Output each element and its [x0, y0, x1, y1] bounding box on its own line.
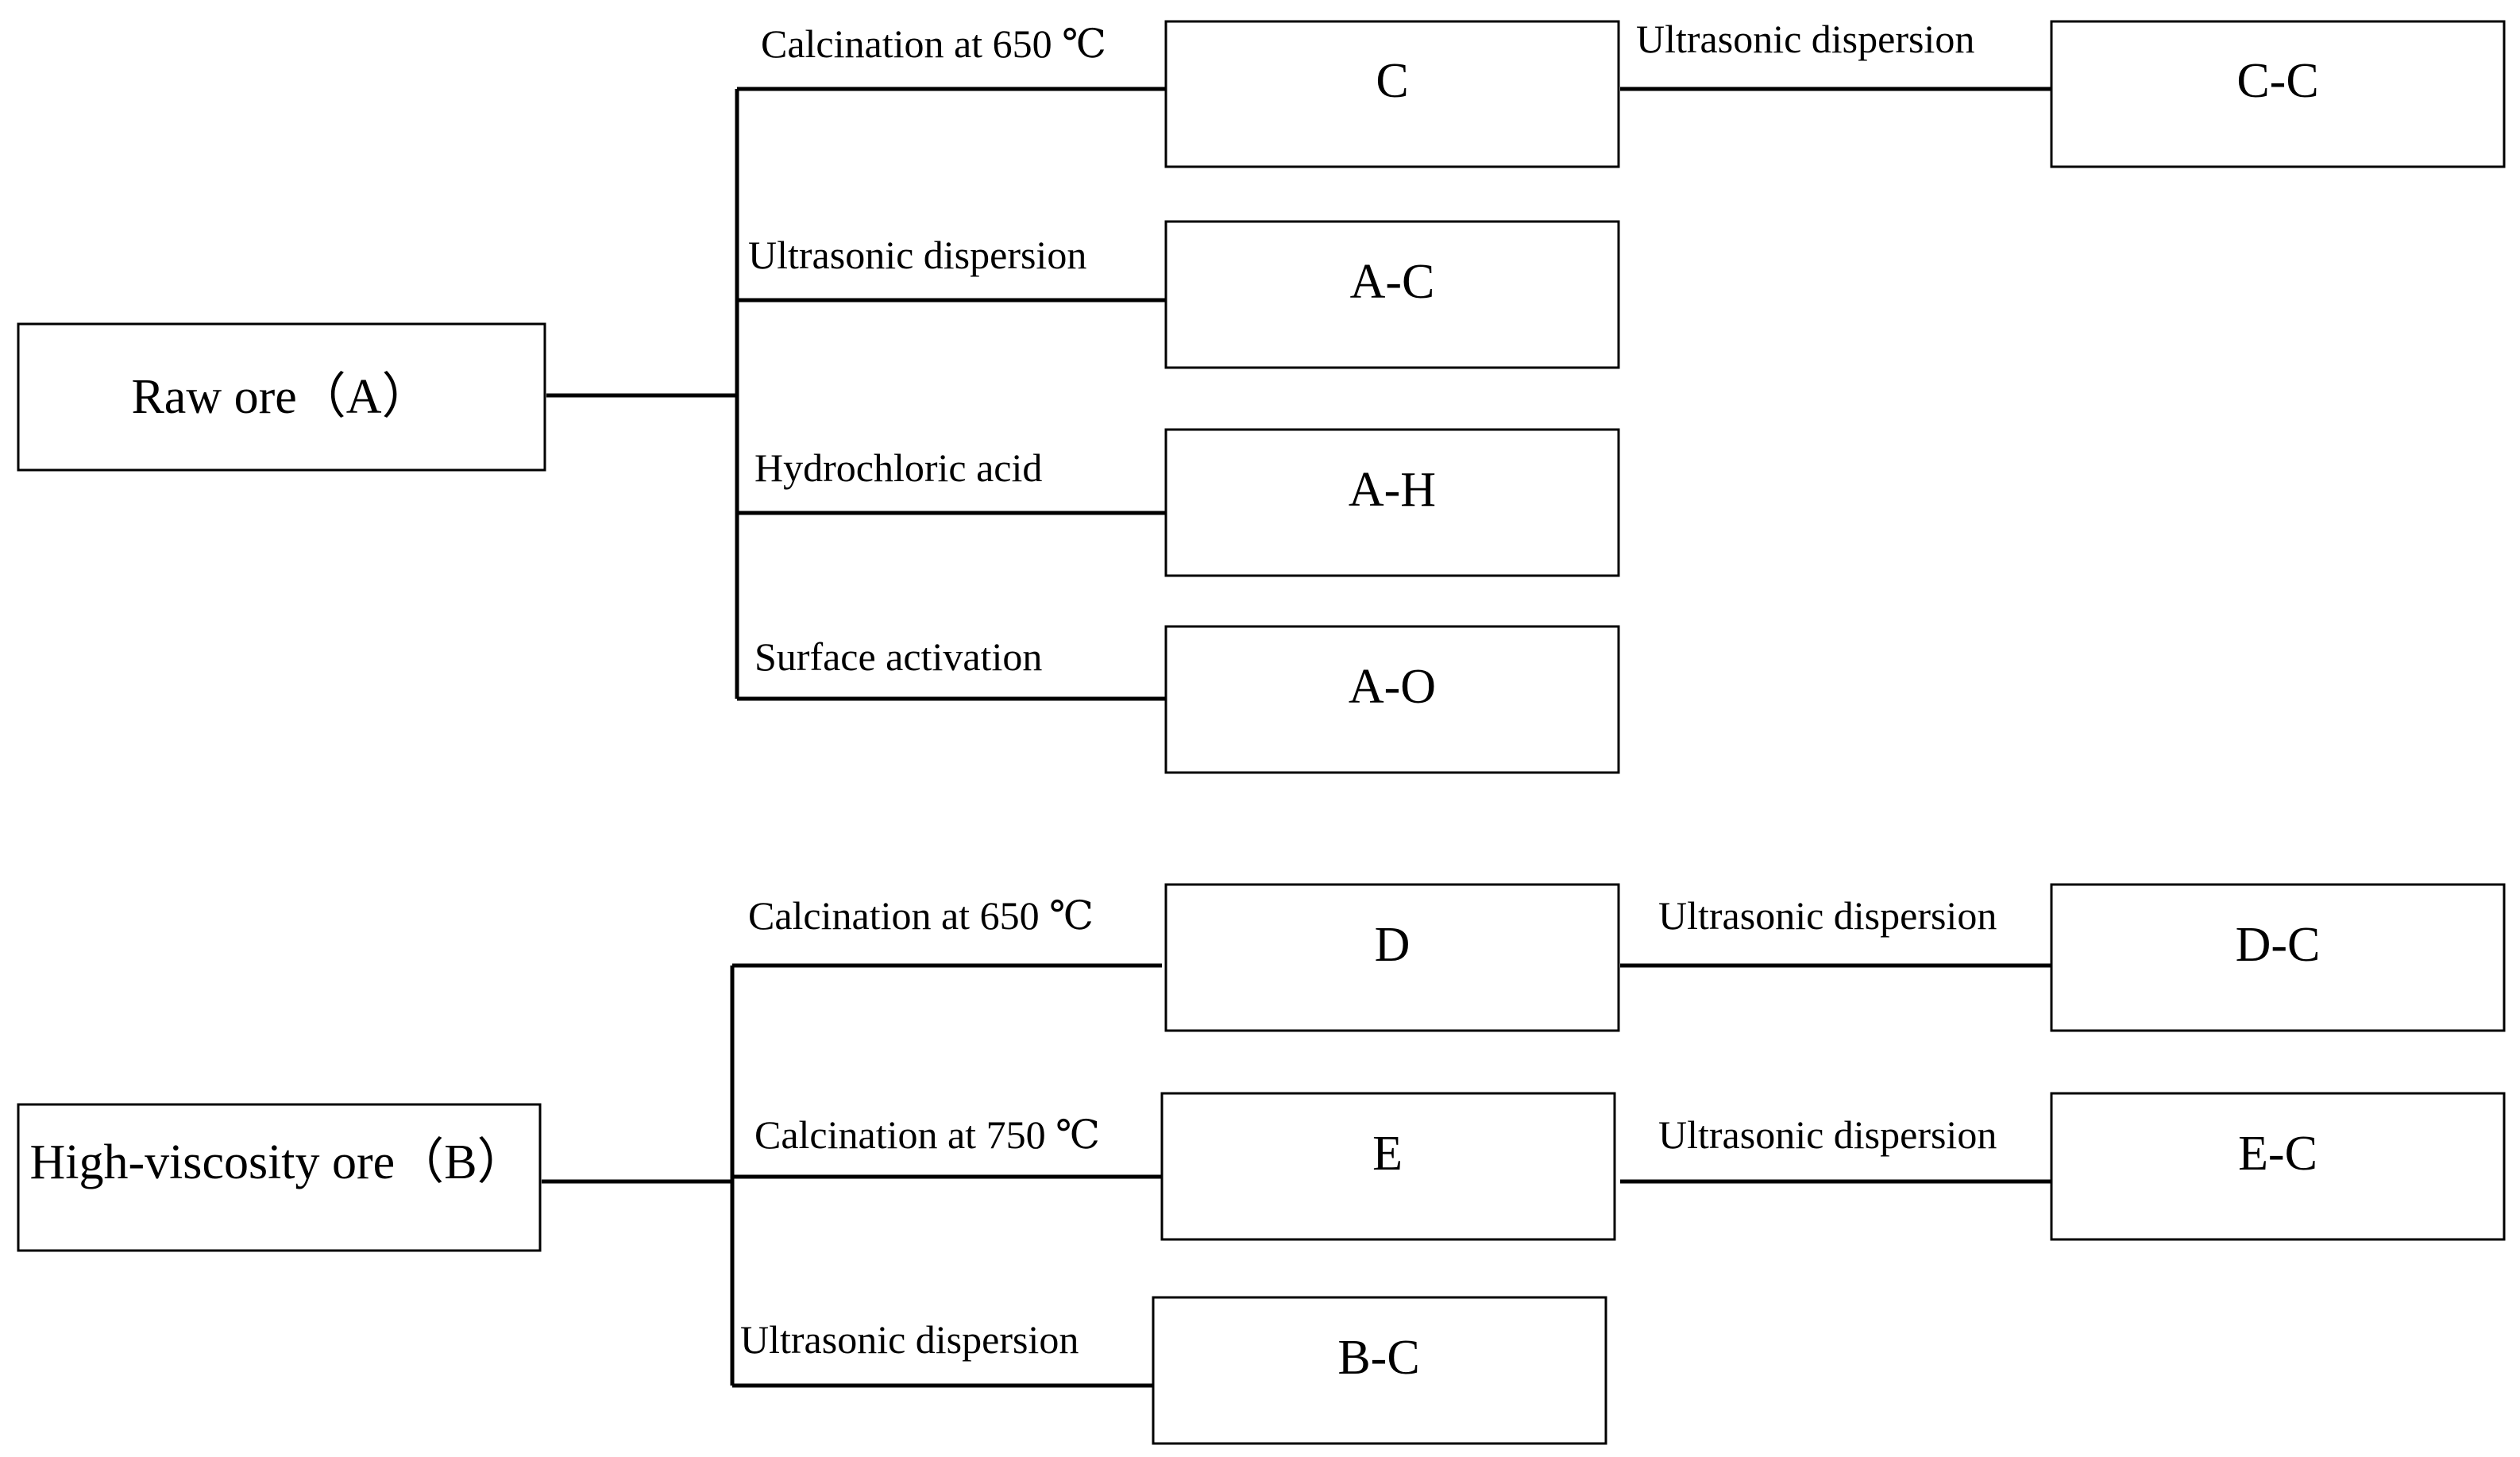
node-label: A-H	[1349, 463, 1436, 517]
node-c-c: C-C	[2050, 20, 2506, 168]
node-label: B-C	[1337, 1331, 1419, 1385]
node-e-c: E-C	[2050, 1092, 2506, 1241]
edge-label-d-dc: Ultrasonic dispersion	[1658, 893, 1997, 938]
edge-label-b-d: Calcination at 650 ℃	[748, 893, 1094, 938]
node-high-viscosity-ore: High-viscosity ore（B）	[17, 1103, 542, 1252]
node-label: A-C	[1350, 255, 1435, 309]
node-a-o: A-O	[1164, 625, 1620, 774]
node-label: High-viscosity ore（B）	[29, 1135, 526, 1189]
node-a-h: A-H	[1164, 428, 1620, 577]
node-label: Raw ore（A）	[131, 370, 430, 424]
node-label: C-C	[2236, 54, 2318, 108]
edge-label-a-ah: Hydrochloric acid	[754, 445, 1042, 490]
edge-label-b-bc: Ultrasonic dispersion	[740, 1317, 1079, 1362]
node-label: D-C	[2236, 918, 2321, 972]
node-label: C	[1376, 54, 1408, 108]
node-d: D	[1164, 883, 1620, 1032]
edge-label-c-cc: Ultrasonic dispersion	[1636, 17, 1974, 61]
node-label: A-O	[1349, 660, 1436, 714]
edge-labels: Calcination at 650 ℃ Ultrasonic dispersi…	[740, 17, 1997, 1362]
node-a-c: A-C	[1164, 220, 1620, 369]
edge-label-a-ac: Ultrasonic dispersion	[748, 233, 1086, 277]
group-b-connectors	[542, 963, 2051, 1388]
node-b-c: B-C	[1152, 1296, 1607, 1445]
edge-label-a-ao: Surface activation	[754, 634, 1042, 679]
node-label: E-C	[2238, 1127, 2317, 1181]
node-c: C	[1164, 20, 1620, 168]
node-d-c: D-C	[2050, 883, 2506, 1032]
node-label: D	[1375, 918, 1411, 972]
edge-label-b-e: Calcination at 750 ℃	[754, 1112, 1100, 1157]
edge-label-a-c: Calcination at 650 ℃	[761, 21, 1106, 66]
edge-label-e-ec: Ultrasonic dispersion	[1658, 1112, 1997, 1157]
group-a-connectors	[546, 87, 2051, 701]
node-raw-ore: Raw ore（A）	[17, 322, 546, 472]
node-e: E	[1160, 1092, 1616, 1241]
node-label: E	[1372, 1127, 1403, 1181]
